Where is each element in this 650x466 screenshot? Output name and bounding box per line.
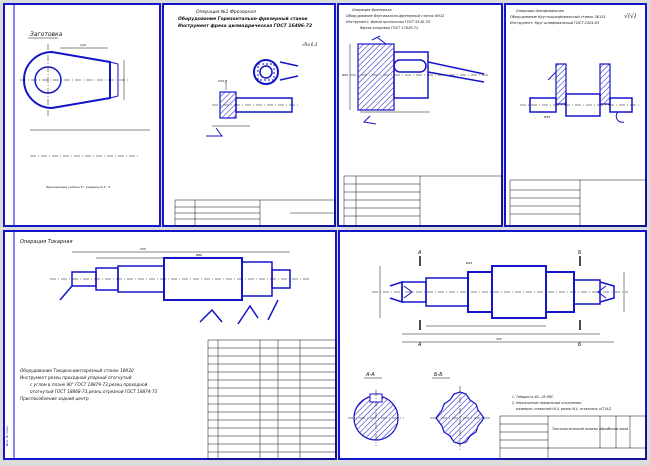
sheet6-note3: размеров: отверстий Н14, валов h14, оста…	[515, 407, 611, 411]
keyway-sketch: Ø42	[341, 35, 490, 125]
sheet6-title-block	[499, 415, 647, 460]
milling-op1-sketch: 5±0,2	[206, 59, 300, 137]
sheet5-fixture: Приспособление задний центр	[20, 396, 89, 401]
sheet2-equipment: Оборудование Горизонтально-фрезерный ста…	[178, 15, 309, 22]
sheet5-tool3: отогнутый ГОСТ 18868-73,резец отрезной Г…	[30, 389, 158, 394]
sheet6-note1: 1. Твёрдость 40...45 HRC	[512, 395, 554, 399]
sheet5-title-block	[207, 339, 337, 460]
section-mark-b-bottom: Б	[578, 342, 582, 348]
sheet3-tool: Инструмент: Фреза шпоночная ГОСТ 9140-78	[346, 20, 431, 24]
sheet3-tool2: Фреза концевая ГОСТ 17026-71	[360, 26, 418, 30]
svg-text:350: 350	[496, 337, 502, 341]
sheet5-equipment: Оборудование Токарно-винторезный станок …	[20, 368, 134, 373]
sheet1-title: Заготовка	[30, 31, 63, 38]
shaft-main-view: 350 Ø45	[372, 260, 628, 343]
sheet3-operation: Операция Фрезерная	[352, 8, 392, 12]
sheet6-stamp-title: Технологические эскизы обработки вала	[552, 427, 628, 431]
sheet1-note: Неуказанные уклоны 5°, радиусы R 3...5	[46, 185, 110, 189]
sheet4-operation: Операция Шлифовальная	[516, 9, 564, 13]
sheet-shaft-detail: 350 Ø45 А А Б Б А-А Б-Б 1. Твёрдость 40.…	[338, 230, 647, 460]
sheet3-equipment: Оборудование Вертикально-фрезерный стано…	[346, 14, 445, 18]
sheet4-tool: Инструмент: Круг шлифовальный ГОСТ 2424-…	[510, 21, 599, 25]
sheet4-title-block	[509, 179, 647, 227]
svg-text:140: 140	[80, 43, 86, 47]
sheet5-tool2: с углом в плане 90° ГОСТ 18879-73,резец …	[30, 382, 148, 387]
sheet5-title: Операция Токарная	[20, 239, 72, 245]
svg-text:5±0,2: 5±0,2	[218, 79, 227, 83]
sheet-keyway-milling: Операция Фрезерная Оборудование Вертикал…	[337, 3, 503, 227]
section-mark-b-top: Б	[578, 250, 582, 256]
svg-text:Ø35: Ø35	[543, 114, 550, 119]
side-label: Инв. № подл.	[5, 425, 9, 446]
grinding-sketch: Ø35	[520, 63, 640, 123]
sheet2-title: Операция №1 Фрезерная	[196, 9, 256, 15]
sheet4-roughness: √(√)	[624, 13, 636, 20]
svg-text:Ø42: Ø42	[341, 72, 348, 77]
svg-text:300: 300	[140, 247, 146, 251]
sheet5-tool: Инструмент резец проходной упорный отогн…	[20, 375, 132, 380]
sheet-milling-op1: Операция №1 Фрезерная Оборудование Гориз…	[162, 3, 336, 227]
section-mark-a-top: А	[417, 250, 422, 256]
sheet-grinding: Операция Шлифовальная Оборудование Кругл…	[504, 3, 647, 227]
section-aa-drawing	[348, 390, 404, 446]
svg-text:Ø60: Ø60	[195, 252, 202, 257]
sheet-turning: Операция Токарная 300 Ø60 Оборудование Т…	[3, 230, 337, 460]
sheet4-equipment: Оборудование Круглошлифовальный станок 3…	[510, 15, 606, 19]
svg-text:Ø45: Ø45	[465, 260, 472, 265]
section-bb-drawing	[430, 386, 490, 450]
blank-part-drawing: 140	[20, 43, 150, 157]
section-title-bb: Б-Б	[434, 372, 443, 378]
sheet2-tool: Инструмент фреза цилиндрическая ГОСТ 164…	[178, 22, 312, 29]
sheet2-title-block	[174, 199, 336, 227]
sheet-blank: Заготовка 140 Неуказанные уклоны 5°, рад…	[3, 3, 161, 227]
sheet3-title-block	[343, 175, 503, 227]
sheet2-roughness: √Ra 6,3	[302, 42, 318, 47]
turning-shaft-sketch: 300 Ø60	[50, 247, 310, 325]
section-mark-a-bottom: А	[417, 342, 422, 348]
section-title-aa: А-А	[365, 372, 375, 378]
sheet6-note2: 2. Неуказанные предельные отклонения	[512, 401, 581, 405]
